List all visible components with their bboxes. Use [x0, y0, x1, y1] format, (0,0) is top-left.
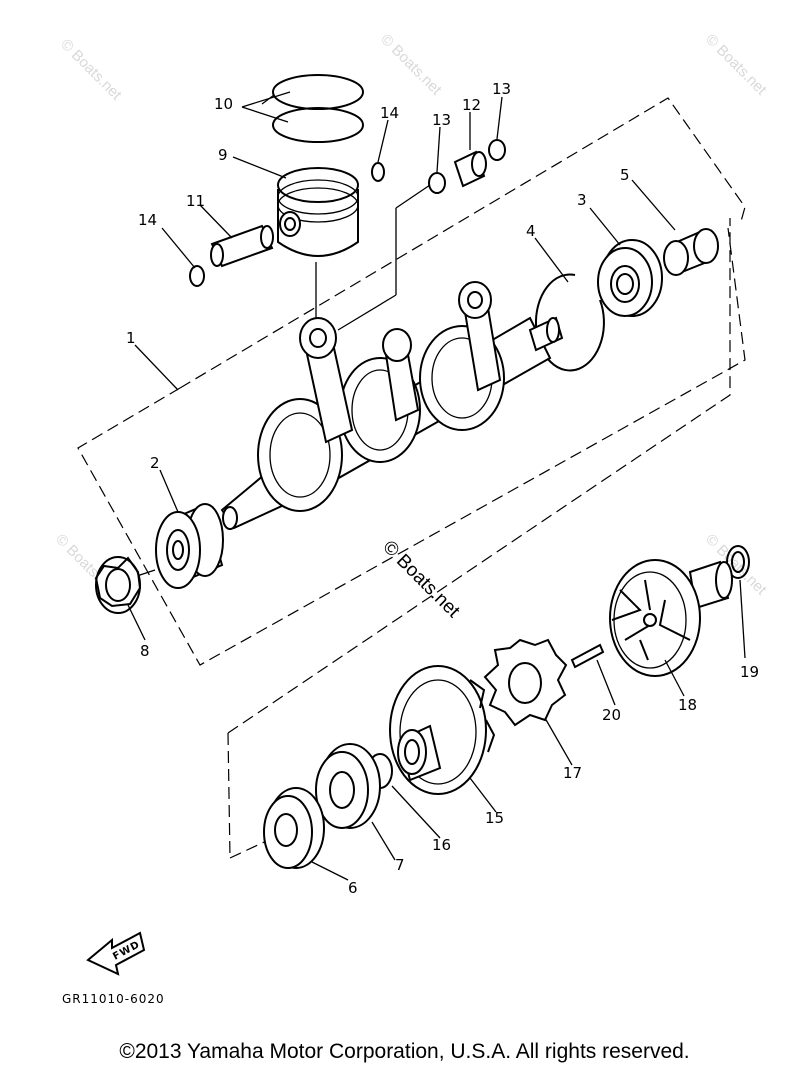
part-8-coupling: [94, 556, 142, 614]
corner-watermarks: © Boats.net © Boats.net © Boats.net © Bo…: [52, 31, 770, 599]
copyright-notice: ©2013 Yamaha Motor Corporation, U.S.A. A…: [119, 1040, 690, 1063]
part-7-spacer: [315, 743, 381, 829]
part-11-piston-pin: [210, 224, 274, 268]
callout-8: 8: [140, 642, 150, 660]
callout-12: 12: [462, 96, 481, 114]
part-2-bearing: [155, 503, 224, 589]
callout-1: 1: [126, 329, 136, 347]
leader-lines: [124, 184, 601, 661]
watermark-center: © Boats.net: [378, 537, 464, 623]
callout-13a: 13: [432, 111, 451, 129]
callout-10: 10: [214, 95, 233, 113]
callout-14b: 14: [380, 104, 399, 122]
callout-2: 2: [150, 454, 160, 472]
watermark-top-center: © Boats.net: [377, 31, 445, 99]
callout-9: 9: [218, 146, 228, 164]
callout-14a: 14: [138, 211, 157, 229]
callout-4: 4: [526, 222, 536, 240]
callout-19: 19: [740, 663, 759, 681]
part-17-damper: [483, 638, 568, 727]
callout-13b: 13: [492, 80, 511, 98]
part-9-piston: [277, 167, 359, 257]
callout-11: 11: [186, 192, 205, 210]
callout-3: 3: [577, 191, 587, 209]
callout-labels: 1 2 3 4 5 6 7 8 9 10 11 12 13 13 14 14 1…: [126, 80, 759, 897]
part-15-coupling-housing: [389, 665, 496, 795]
part-1-crankshaft: [220, 281, 564, 530]
part-20-pin: [570, 643, 605, 669]
watermark-top-left: © Boats.net: [57, 36, 125, 104]
callout-15: 15: [485, 809, 504, 827]
part-18-coupler: [609, 559, 733, 677]
fwd-arrow-icon: FWD: [86, 931, 146, 976]
watermark-top-right: © Boats.net: [702, 31, 770, 99]
part-3-bearing: [597, 239, 663, 317]
callout-6: 6: [348, 879, 358, 897]
callout-18: 18: [678, 696, 697, 714]
callout-20: 20: [602, 706, 621, 724]
part-4-snap-ring: [535, 273, 605, 372]
callout-17: 17: [563, 764, 582, 782]
diagram-code: GR11010-6020: [62, 992, 165, 1006]
callout-16: 16: [432, 836, 451, 854]
part-10-piston-rings: [261, 74, 364, 143]
callout-leaders: [127, 91, 746, 881]
callout-7: 7: [395, 856, 405, 874]
part-6-oil-seal: [263, 787, 325, 869]
part-14-circlips: [189, 162, 385, 287]
part-13-washers: [428, 139, 506, 194]
part-5-bushing: [663, 228, 719, 276]
part-12-small-end-bearing: [453, 150, 487, 188]
callout-5: 5: [620, 166, 630, 184]
